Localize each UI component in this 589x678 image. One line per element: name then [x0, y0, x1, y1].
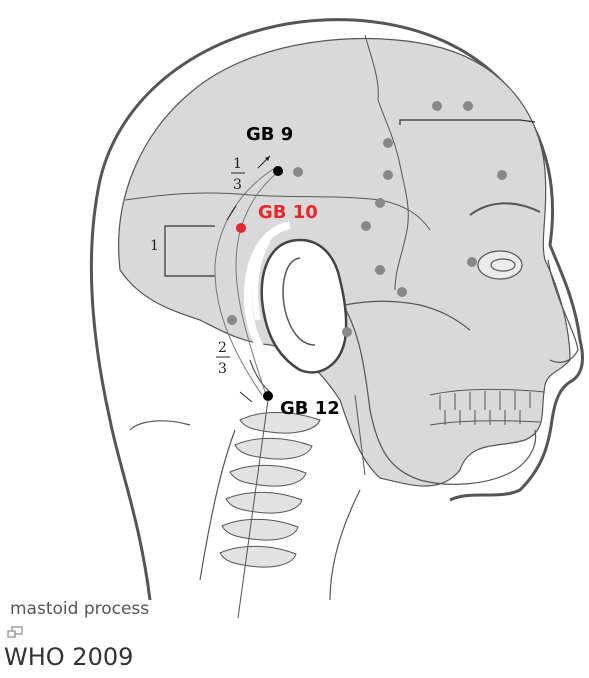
ear: [262, 240, 346, 372]
enlarge-icon[interactable]: [7, 626, 23, 638]
frac-bottom-num: 2: [218, 340, 227, 356]
frac-top-num: 1: [233, 156, 242, 172]
acupoint-diagram: 1 1 3 2 3 GB 9 GB 10 GB 12 mastoid proce…: [0, 0, 589, 630]
gb12-label: GB 12: [280, 398, 340, 419]
mastoid-label: mastoid process: [10, 599, 149, 619]
frac-bottom-arrow: [240, 392, 252, 402]
gb9-point: [273, 166, 283, 176]
frac-bottom-den: 3: [218, 361, 227, 377]
neck-back: [130, 421, 190, 430]
frac-top-den: 3: [233, 177, 242, 193]
cervical-vertebrae: [220, 413, 320, 568]
measure-label-one: 1: [150, 238, 159, 254]
gb10-point: [236, 223, 246, 233]
gb9-label: GB 9: [246, 124, 293, 145]
gb10-label: GB 10: [258, 202, 318, 223]
gb12-point: [263, 391, 273, 401]
image-credit: WHO 2009: [4, 643, 133, 671]
